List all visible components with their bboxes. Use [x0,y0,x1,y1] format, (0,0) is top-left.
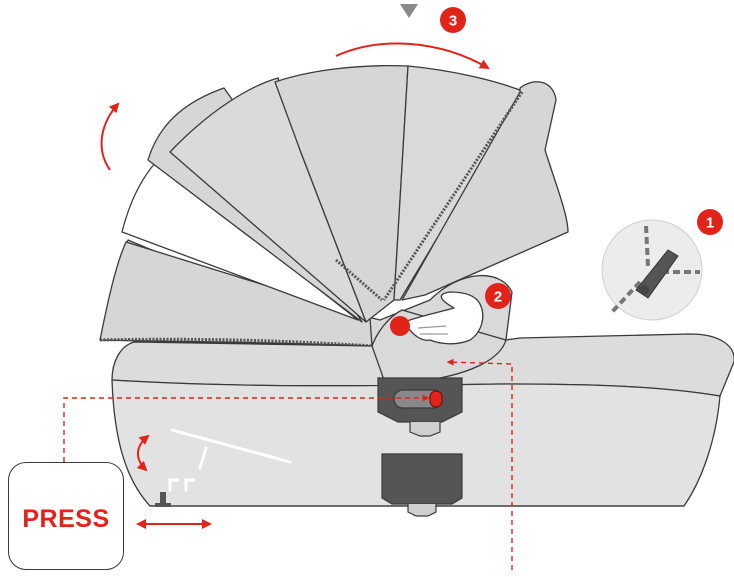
canopy [99,65,569,348]
canopy-stitch-front [382,91,524,301]
inset-detail [601,219,703,321]
canopy-stitch-top [335,258,383,302]
step-badge-3: 3 [440,7,466,33]
side-lever-graphic [168,428,292,492]
body-shell [111,379,721,507]
guide-lines [63,358,513,570]
upper-lock [377,377,463,437]
carrycot-body [111,309,734,507]
release-button [390,316,410,336]
step-badge-1: 1 [697,209,723,235]
press-callout: PRESS [8,462,124,570]
arrow-canopy-rotate [335,42,490,70]
step-badge-2: 2 [485,283,511,309]
press-label: PRESS [22,504,110,533]
svg-text:3: 3 [449,13,457,30]
release-foot [155,492,171,507]
lower-lock [381,453,463,517]
svg-text:2: 2 [494,289,502,306]
arrow-lever-tilt [136,434,150,472]
motion-arrows [100,42,490,529]
svg-text:1: 1 [706,215,714,232]
down-pointer-icon [400,4,418,18]
arrow-canopy-lift [100,102,120,171]
canopy-visor [401,81,569,301]
hand-icon [403,291,484,345]
